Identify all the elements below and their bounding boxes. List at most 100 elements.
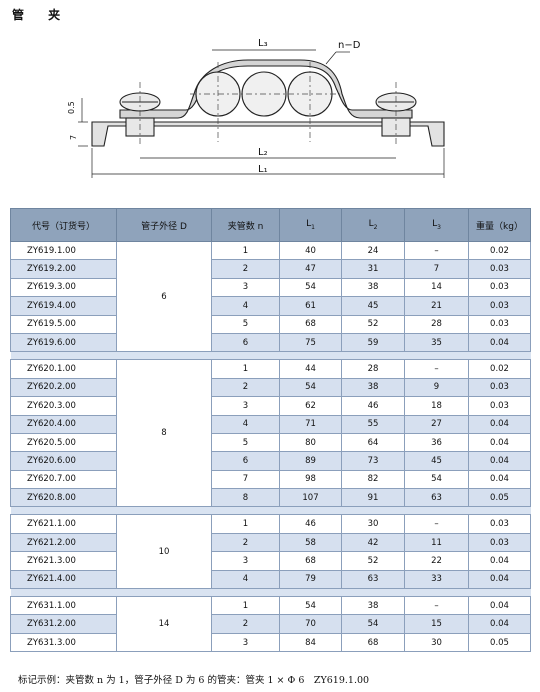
cell-code: ZY619.3.00: [10, 277, 117, 298]
cell-count: 1: [211, 240, 280, 261]
cell-weight: 0.03: [468, 314, 531, 334]
cell-count: 2: [211, 532, 280, 553]
cell-l2: 45: [341, 296, 405, 316]
cell-code: ZY620.3.00: [10, 396, 117, 416]
cell-l2: 24: [341, 240, 405, 261]
label-l1: L₁: [258, 164, 268, 175]
cell-l2: 73: [341, 451, 405, 471]
cell-weight: 0.05: [468, 488, 531, 508]
cell-diameter: 6: [116, 240, 212, 353]
cell-weight: 0.04: [468, 596, 531, 616]
cell-l2: 64: [341, 432, 405, 453]
cell-l2: 82: [341, 469, 405, 490]
cell-l2: 59: [341, 332, 405, 353]
cell-l2: 52: [341, 314, 405, 334]
cell-count: 5: [211, 314, 280, 334]
cell-l1: 58: [279, 532, 342, 553]
cell-weight: 0.03: [468, 277, 531, 298]
header-l2: L2: [341, 208, 405, 242]
cell-l2: 63: [341, 569, 405, 590]
cell-l1: 54: [279, 596, 342, 616]
cell-l2: 52: [341, 551, 405, 571]
cell-l1: 54: [279, 277, 342, 298]
cell-code: ZY631.3.00: [10, 632, 117, 653]
cell-l1: 68: [279, 551, 342, 571]
cell-code: ZY620.5.00: [10, 432, 117, 453]
label-h7: 7: [69, 135, 78, 140]
cell-l3: 18: [404, 396, 469, 416]
cell-l3: 9: [404, 377, 469, 398]
cell-l3: –: [404, 514, 469, 534]
cell-l1: 47: [279, 259, 342, 279]
cell-l2: 38: [341, 596, 405, 616]
cell-l2: 42: [341, 532, 405, 553]
group-separator: [10, 588, 531, 598]
cell-l2: 55: [341, 414, 405, 434]
label-l3: L₃: [258, 38, 268, 49]
cell-weight: 0.04: [468, 569, 531, 590]
cell-code: ZY619.5.00: [10, 314, 117, 334]
cell-weight: 0.02: [468, 240, 531, 261]
group-separator: [10, 351, 531, 361]
cell-count: 3: [211, 277, 280, 298]
cell-diameter: 8: [116, 359, 212, 508]
cell-count: 6: [211, 332, 280, 353]
header-count: 夹管数 n: [211, 208, 280, 242]
label-nd: n−D: [338, 40, 361, 51]
cell-diameter: 10: [116, 514, 212, 590]
cell-weight: 0.04: [468, 414, 531, 434]
cell-count: 2: [211, 259, 280, 279]
cell-code: ZY620.8.00: [10, 488, 117, 508]
cell-l1: 80: [279, 432, 342, 453]
cell-l2: 28: [341, 359, 405, 379]
cell-weight: 0.04: [468, 451, 531, 471]
cell-code: ZY631.1.00: [10, 596, 117, 616]
cell-code: ZY619.1.00: [10, 240, 117, 261]
label-h05: 0.5: [67, 101, 76, 114]
cell-l3: 15: [404, 614, 469, 634]
cell-code: ZY620.2.00: [10, 377, 117, 398]
table-header-row: 代号（订货号） 管子外径 D 夹管数 n L1 L2 L3 重量（kg）: [10, 208, 531, 242]
cell-weight: 0.04: [468, 469, 531, 490]
cell-count: 1: [211, 514, 280, 534]
spec-table: 代号（订货号） 管子外径 D 夹管数 n L1 L2 L3 重量（kg） ZY6…: [10, 208, 531, 653]
header-weight: 重量（kg）: [468, 208, 531, 242]
cell-count: 6: [211, 451, 280, 471]
cell-code: ZY621.3.00: [10, 551, 117, 571]
cell-l3: –: [404, 240, 469, 261]
cell-l1: 61: [279, 296, 342, 316]
cell-count: 2: [211, 614, 280, 634]
pipe-clamp-drawing: L₃ n−D L₂ L₁ 0.5 7: [67, 38, 445, 178]
cell-l3: 35: [404, 332, 469, 353]
cell-l3: 28: [404, 314, 469, 334]
cell-l3: 7: [404, 259, 469, 279]
cell-l3: –: [404, 359, 469, 379]
cell-count: 4: [211, 414, 280, 434]
cell-code: ZY619.2.00: [10, 259, 117, 279]
label-l2: L₂: [258, 147, 268, 158]
cell-l3: 63: [404, 488, 469, 508]
cell-weight: 0.03: [468, 377, 531, 398]
cell-l1: 89: [279, 451, 342, 471]
cell-code: ZY619.6.00: [10, 332, 117, 353]
cell-l3: 14: [404, 277, 469, 298]
cell-l2: 31: [341, 259, 405, 279]
cell-code: ZY620.6.00: [10, 451, 117, 471]
cell-diameter: 14: [116, 596, 212, 653]
cell-code: ZY631.2.00: [10, 614, 117, 634]
cell-l1: 62: [279, 396, 342, 416]
cell-weight: 0.02: [468, 359, 531, 379]
cell-l3: –: [404, 596, 469, 616]
